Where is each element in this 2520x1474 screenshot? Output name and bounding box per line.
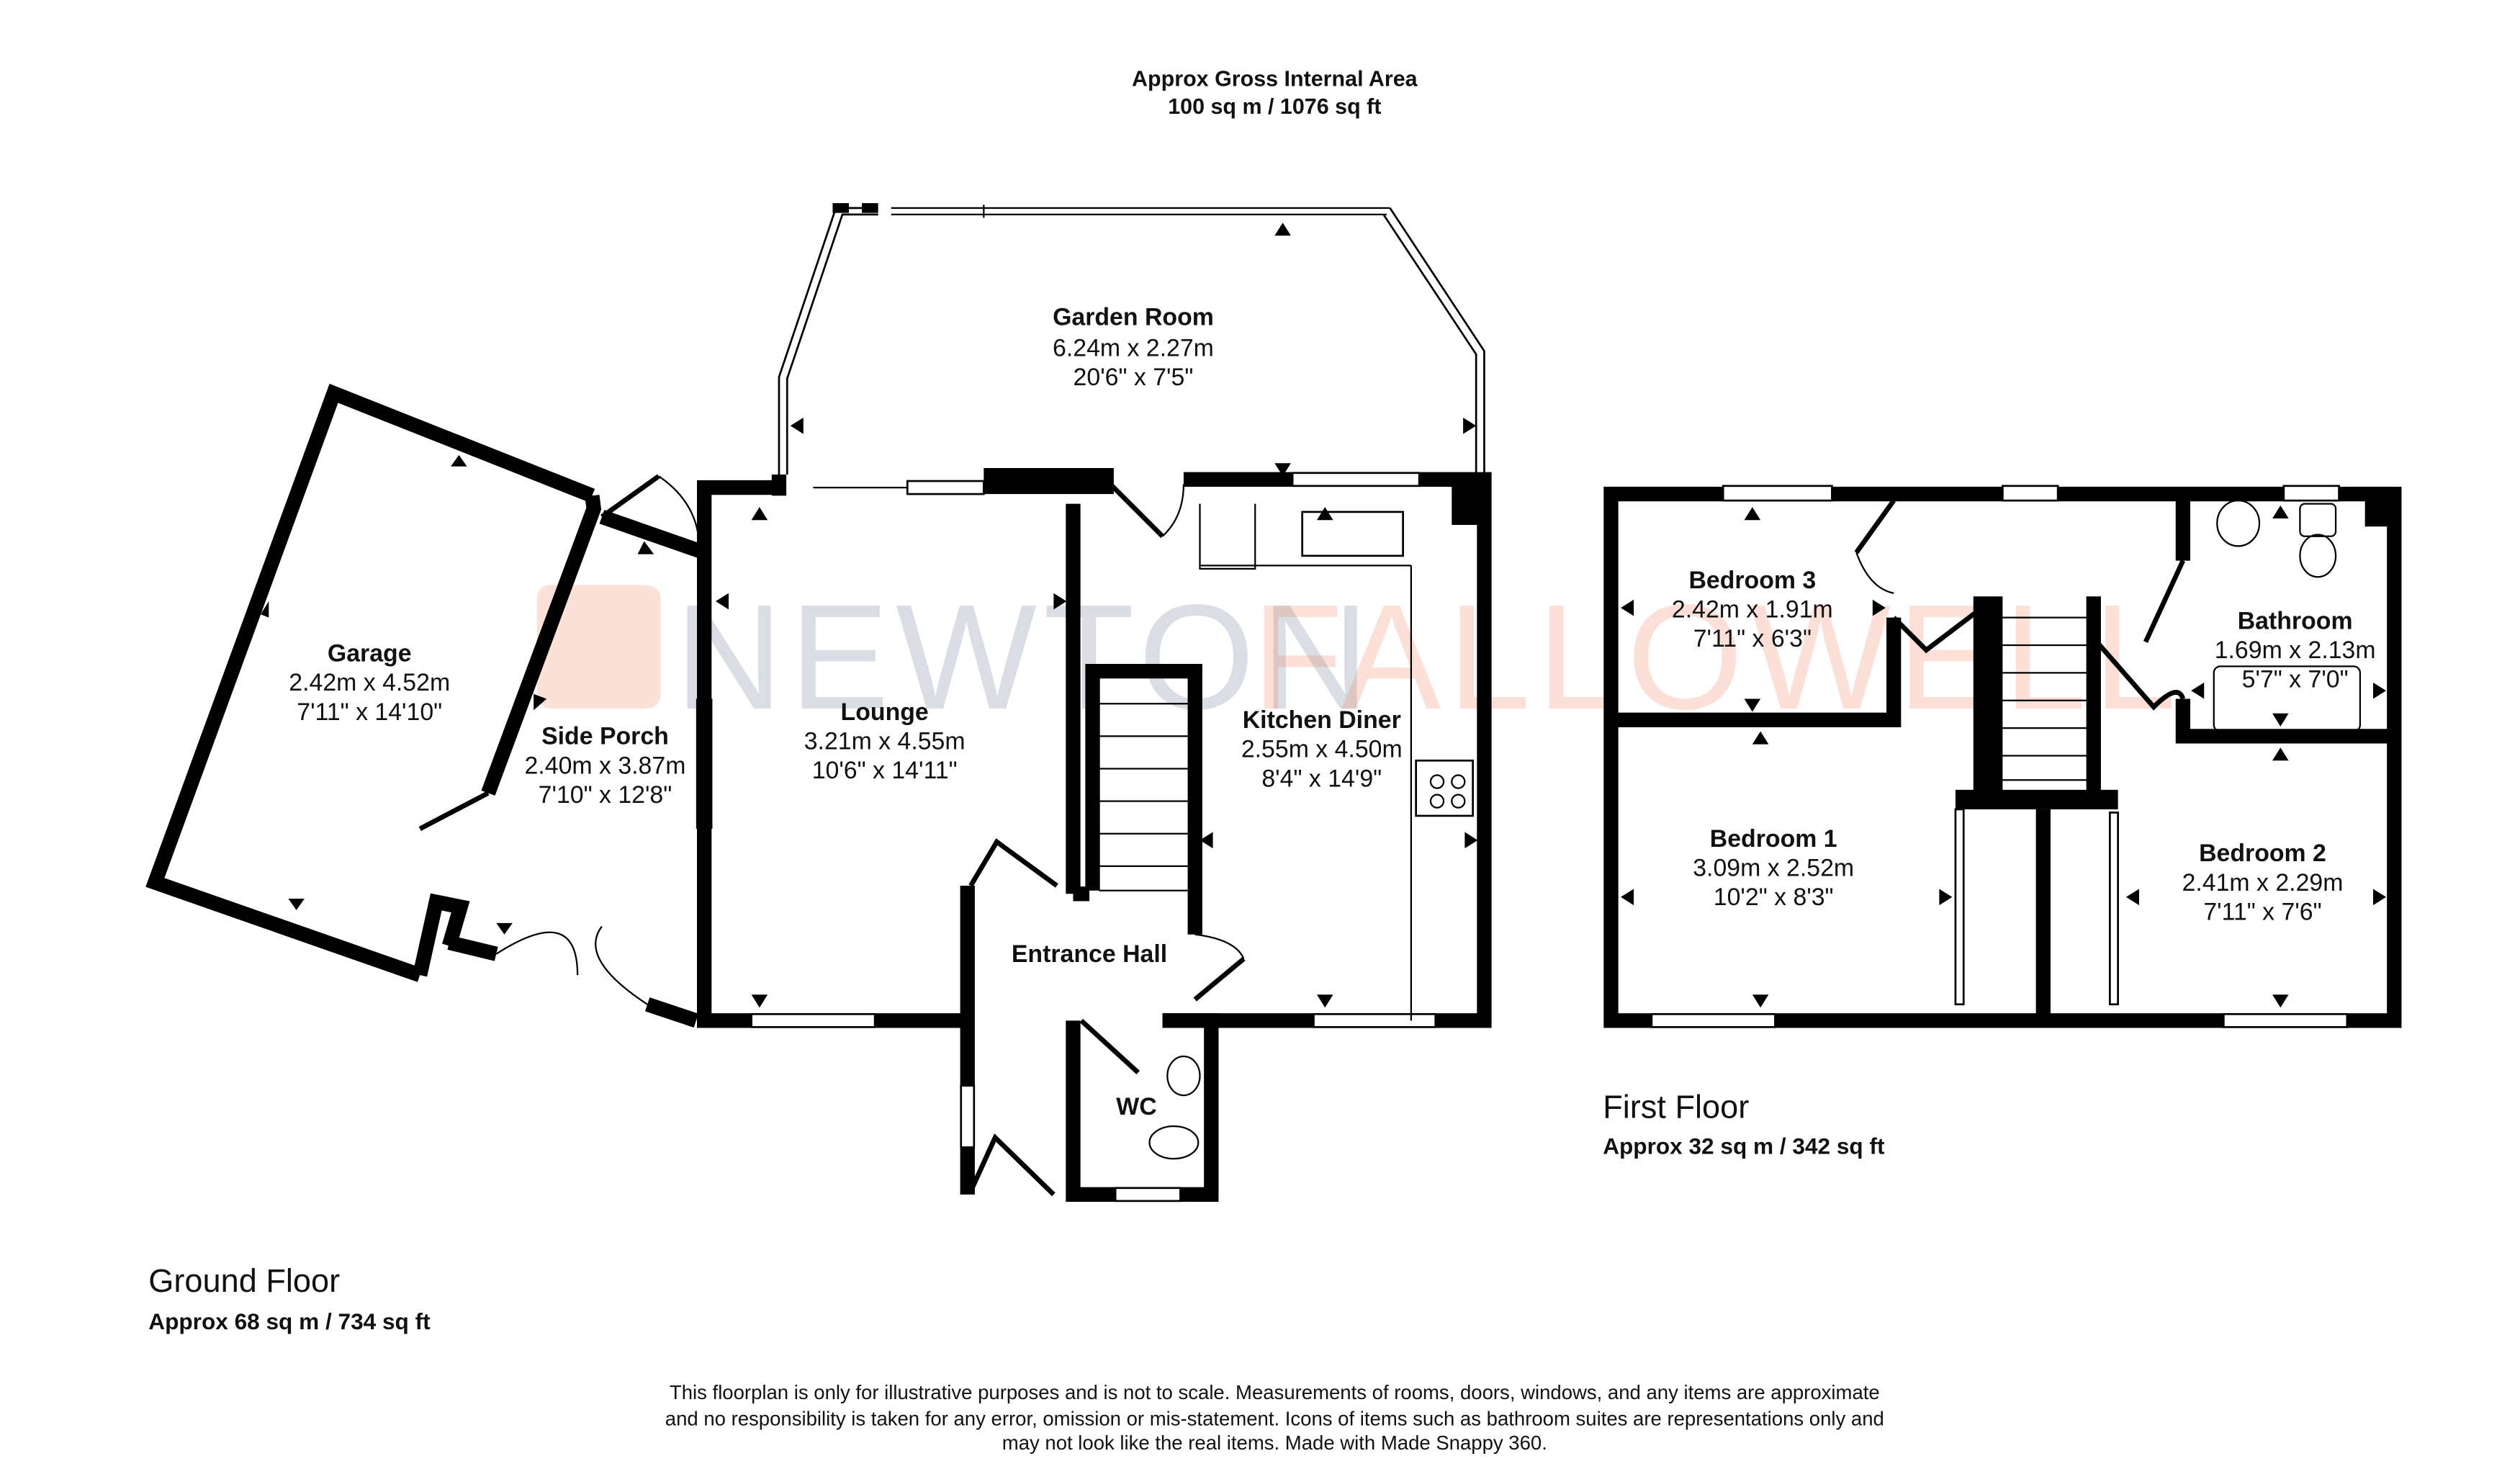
svg-text:10'2" x 8'3": 10'2" x 8'3" xyxy=(1714,884,1834,911)
room-label-kitchen-diner: Kitchen Diner 2.55m x 4.50m 8'4" x 14'9" xyxy=(1241,706,1403,792)
gross-area-value: 100 sq m / 1076 sq ft xyxy=(1168,94,1381,119)
svg-text:5'7" x 7'0": 5'7" x 7'0" xyxy=(2242,666,2349,693)
svg-text:Bedroom 3: Bedroom 3 xyxy=(1688,567,1816,594)
watermark: NEWTON FALLOWELL xyxy=(536,573,2183,740)
svg-text:2.40m x 3.87m: 2.40m x 3.87m xyxy=(525,752,686,779)
svg-text:2.41m x 2.29m: 2.41m x 2.29m xyxy=(2182,869,2344,896)
toilet-icon xyxy=(2299,503,2337,537)
garage-walls xyxy=(145,383,595,982)
room-label-entrance-hall: Entrance Hall xyxy=(1012,940,1167,968)
bath-basin-icon xyxy=(2216,499,2261,547)
svg-text:3.09m x 2.52m: 3.09m x 2.52m xyxy=(1693,854,1854,881)
wc-basin-icon xyxy=(1166,1055,1201,1097)
svg-text:1.69m x 2.13m: 1.69m x 2.13m xyxy=(2215,637,2376,664)
svg-text:7'11" x 6'3": 7'11" x 6'3" xyxy=(1693,625,1812,652)
ground-floor-area: Approx 68 sq m / 734 sq ft xyxy=(148,1308,431,1334)
svg-text:Bedroom 2: Bedroom 2 xyxy=(2199,840,2326,867)
room-label-garage: Garage 2.42m x 4.52m 7'11" x 14'10" xyxy=(289,640,450,726)
watermark-text-fallowell: FALLOWELL xyxy=(1252,573,2183,740)
svg-text:6.24m x 2.27m: 6.24m x 2.27m xyxy=(1053,334,1214,361)
svg-text:Bathroom: Bathroom xyxy=(2238,607,2353,634)
sink-icon xyxy=(1301,511,1404,557)
svg-text:2.42m x 4.52m: 2.42m x 4.52m xyxy=(289,669,450,696)
wc-toilet-icon xyxy=(1148,1125,1200,1160)
svg-text:7'11" x 7'6": 7'11" x 7'6" xyxy=(2203,898,2321,925)
svg-text:Garden Room: Garden Room xyxy=(1053,303,1214,331)
svg-text:3.21m x 4.55m: 3.21m x 4.55m xyxy=(804,727,966,755)
room-label-bedroom-1: Bedroom 1 3.09m x 2.52m 10'2" x 8'3" xyxy=(1693,825,1854,911)
svg-text:Side Porch: Side Porch xyxy=(541,723,669,750)
ground-stairs xyxy=(1099,703,1189,891)
room-label-wc: WC xyxy=(1116,1093,1156,1120)
watermark-text-newton: NEWTON xyxy=(675,573,1376,740)
svg-text:2.42m x 1.91m: 2.42m x 1.91m xyxy=(1672,596,1833,624)
svg-text:20'6" x 7'5": 20'6" x 7'5" xyxy=(1074,364,1194,391)
svg-text:Bedroom 1: Bedroom 1 xyxy=(1710,825,1837,853)
disclaimer-line-1: This floorplan is only for illustrative … xyxy=(670,1381,1880,1403)
svg-text:2.55m x 4.50m: 2.55m x 4.50m xyxy=(1241,736,1403,763)
room-label-bedroom-3: Bedroom 3 2.42m x 1.91m 7'11" x 6'3" xyxy=(1672,567,1833,652)
svg-text:Garage: Garage xyxy=(328,640,412,668)
room-label-lounge: Lounge 3.21m x 4.55m 10'6" x 14'11" xyxy=(804,698,966,784)
first-floor-stairs xyxy=(2002,616,2087,781)
room-label-bedroom-2: Bedroom 2 2.41m x 2.29m 7'11" x 7'6" xyxy=(2182,840,2344,925)
first-floor-area: Approx 32 sq m / 342 sq ft xyxy=(1603,1133,1885,1159)
svg-text:Lounge: Lounge xyxy=(841,698,929,726)
room-label-side-porch: Side Porch 2.40m x 3.87m 7'10" x 12'8" xyxy=(525,723,686,809)
gross-area-label: Approx Gross Internal Area xyxy=(1132,67,1418,91)
first-floor-plan xyxy=(1603,485,2402,1028)
room-label-bathroom: Bathroom 1.69m x 2.13m 5'7" x 7'0" xyxy=(2215,607,2376,693)
disclaimer-line-2: and no responsibility is taken for any e… xyxy=(665,1407,1884,1429)
bathtub-icon xyxy=(2213,665,2362,732)
room-label-garden-room: Garden Room 6.24m x 2.27m 20'6" x 7'5" xyxy=(1053,303,1214,391)
svg-text:10'6" x 14'11": 10'6" x 14'11" xyxy=(812,757,958,784)
ground-floor-title: Ground Floor xyxy=(148,1262,340,1299)
first-floor-title: First Floor xyxy=(1603,1089,1749,1125)
hob-icon xyxy=(1415,759,1475,817)
svg-text:7'10" x 12'8": 7'10" x 12'8" xyxy=(539,781,672,809)
svg-text:Kitchen Diner: Kitchen Diner xyxy=(1243,706,1401,734)
watermark-logo-icon xyxy=(536,585,661,709)
disclaimer-line-3: may not look like the real items. Made w… xyxy=(1002,1432,1547,1454)
dimension-arrows xyxy=(261,223,2387,1008)
svg-text:7'11" x 14'10": 7'11" x 14'10" xyxy=(297,698,442,726)
svg-text:8'4" x 14'9": 8'4" x 14'9" xyxy=(1261,765,1382,792)
